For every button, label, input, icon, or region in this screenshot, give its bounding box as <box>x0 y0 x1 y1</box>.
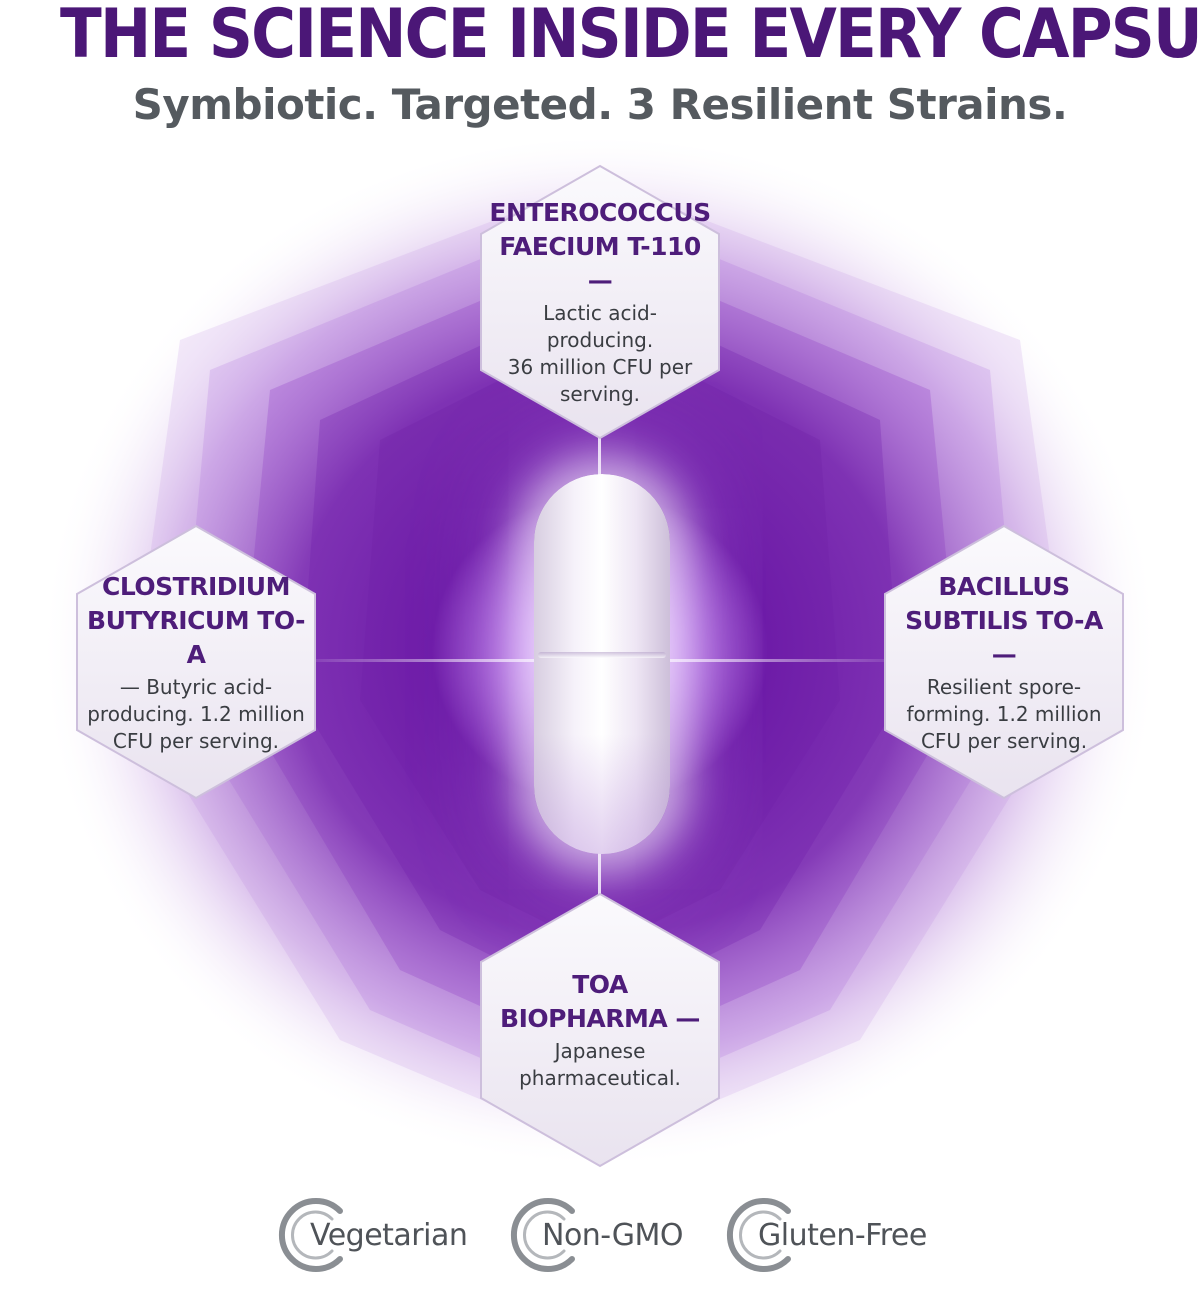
hexagon-shape <box>76 524 316 800</box>
strain-description: — Butyric acid- producing. 1.2 million C… <box>87 674 305 753</box>
strain-hexagon-toa-biopharma: TOA BIOPHARMA — Japanese pharmaceutical. <box>476 890 724 1170</box>
strain-heading: CLOSTRIDIUM BUTYRICUM TO-A <box>87 571 305 669</box>
connector-line-bottom <box>598 850 601 896</box>
badge-label: Non-GMO <box>542 1217 683 1253</box>
circle-c-icon <box>511 1198 575 1272</box>
hexagon-shape <box>884 524 1124 800</box>
strain-description: Lactic acid-producing. 36 million CFU pe… <box>507 301 693 406</box>
badge-non-gmo: Non-GMO <box>510 1190 683 1280</box>
strain-hexagon-enterococcus: ENTEROCOCCUS FAECIUM T-110 — Lactic acid… <box>476 162 724 442</box>
strain-description: Resilient spore- forming. 1.2 million CF… <box>906 674 1102 753</box>
connector-line-top <box>598 436 601 480</box>
probiotic-capsule <box>534 474 670 854</box>
strain-heading: BACILLUS SUBTILIS TO-A — <box>905 571 1103 669</box>
hexagon-shape <box>480 892 720 1168</box>
circle-c-icon <box>279 1198 343 1272</box>
capsule-seam <box>538 652 666 658</box>
page-title: THE SCIENCE INSIDE EVERY CAPSULE <box>60 0 1200 74</box>
strain-heading: ENTEROCOCCUS FAECIUM T-110 — <box>489 198 711 295</box>
hexagon-shape <box>480 164 720 440</box>
strain-description: Japanese pharmaceutical. <box>519 1039 681 1090</box>
badge-gluten-free: Gluten-Free <box>726 1190 927 1280</box>
circle-c-icon <box>727 1198 791 1272</box>
page-subtitle: Symbiotic. Targeted. 3 Resilient Strains… <box>132 80 1068 129</box>
strain-hexagon-bacillus: BACILLUS SUBTILIS TO-A — Resilient spore… <box>880 522 1128 802</box>
strain-hexagon-clostridium: CLOSTRIDIUM BUTYRICUM TO-A — Butyric aci… <box>72 522 320 802</box>
badge-label: Gluten-Free <box>758 1217 927 1253</box>
badge-vegetarian: Vegetarian <box>278 1190 468 1280</box>
badge-label: Vegetarian <box>310 1217 468 1253</box>
certification-badges: Vegetarian Non-GMO Gluten-Free <box>0 1190 1200 1280</box>
strain-heading: TOA BIOPHARMA — <box>500 970 700 1033</box>
